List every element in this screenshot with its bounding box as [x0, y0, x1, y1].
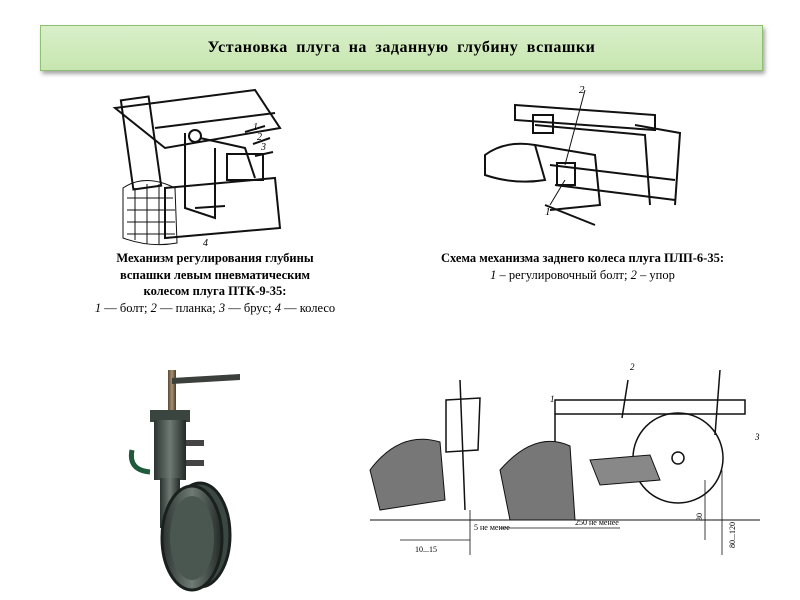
dim-80-120: 80...120 [728, 522, 737, 548]
wheel-mechanism-render [128, 370, 240, 592]
right-caption: Схема механизма заднего колеса плуга ПЛП… [400, 250, 765, 283]
dim-10-15: 10...15 [415, 545, 437, 554]
bottom-callout-2: 2 [630, 362, 635, 372]
right-legend-num-2: 2 [630, 267, 637, 282]
left-legend-num-2: 2 [150, 300, 157, 315]
left-callout-1: 1 [253, 122, 258, 133]
left-legend-num-4: 4 [274, 300, 281, 315]
bottom-callout-1: 1 [550, 394, 555, 404]
left-legend: 1 — болт; 2 — планка; 3 — брус; 4 — коле… [94, 300, 336, 315]
dim-30: 30 [695, 513, 704, 521]
right-legend-num-1: 1 [490, 267, 497, 282]
left-legend-text-4: колесо [299, 300, 336, 315]
bottom-callout-3: 3 [754, 432, 760, 442]
left-legend-text-1: болт [119, 300, 145, 315]
left-caption: Механизм регулирования глубины вспашки л… [60, 250, 370, 316]
left-mechanism-drawing: 1 2 3 4 [112, 88, 282, 248]
dim-250-min: 250 не менее [575, 518, 619, 527]
right-caption-title: Схема механизма заднего колеса плуга ПЛП… [440, 251, 725, 265]
right-legend-text-2: упор [649, 267, 675, 282]
left-caption-title: Механизм регулирования глубины вспашки л… [116, 251, 314, 298]
left-callout-3: 3 [260, 142, 266, 153]
right-legend-text-1: регулировочный болт [508, 267, 625, 282]
right-mechanism-drawing: 2 1 [484, 85, 682, 226]
plow-depth-diagram: 1 2 3 10...15 5 не менее 250 не менее 30… [369, 362, 760, 555]
dim-5-min: 5 не менее [474, 523, 510, 532]
right-callout-1: 1 [545, 206, 551, 218]
right-legend: 1 – регулировочный болт; 2 – упор [490, 267, 675, 282]
left-legend-text-2: планка [175, 300, 213, 315]
left-callout-4: 4 [203, 238, 208, 248]
left-legend-text-3: брус [243, 300, 269, 315]
slide-title: Установка плуга на заданную глубину вспа… [207, 39, 596, 56]
left-legend-num-3: 3 [218, 300, 226, 315]
left-legend-num-1: 1 [94, 300, 102, 315]
left-callout-2: 2 [257, 132, 262, 143]
slide-title-bar: Установка плуга на заданную глубину вспа… [40, 25, 763, 71]
right-callout-2: 2 [579, 85, 585, 96]
